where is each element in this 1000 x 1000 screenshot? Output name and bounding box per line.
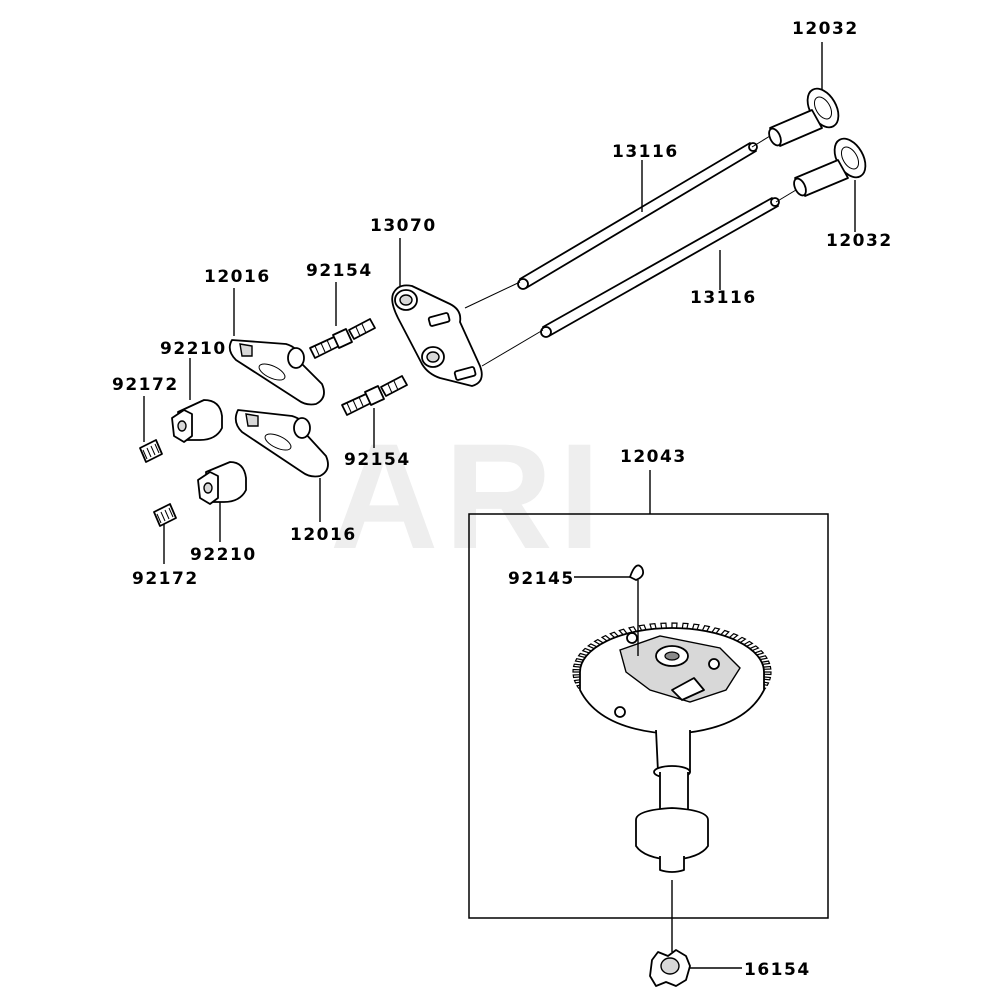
part-13116-top-drawing (517, 135, 771, 290)
part-13070-drawing (391, 238, 483, 387)
label-12016-bottom: 12016 (290, 525, 357, 545)
label-12043: 12043 (620, 447, 687, 467)
part-92172-top-drawing (139, 396, 163, 463)
label-92210-top: 92210 (160, 339, 227, 359)
part-12043-assembly-box (468, 513, 829, 919)
label-12032-top: 12032 (792, 19, 859, 39)
part-13116-bottom-drawing (540, 189, 797, 338)
part-92154-bottom-drawing (341, 375, 408, 448)
part-92172-bottom-drawing (153, 503, 177, 564)
part-92210-top-drawing (171, 358, 223, 443)
label-92154-top: 92154 (306, 261, 373, 281)
watermark-text: ARI (330, 412, 606, 580)
label-92172-top: 92172 (112, 375, 179, 395)
part-92154-top-drawing (309, 282, 376, 359)
part-12032-top-drawing (768, 42, 840, 147)
part-12016-bottom-drawing (234, 409, 329, 522)
label-13116-bottom: 13116 (690, 288, 757, 308)
label-92172-bottom: 92172 (132, 569, 199, 589)
label-16154: 16154 (744, 960, 811, 980)
part-16154-drawing (649, 880, 742, 987)
label-92210-bottom: 92210 (190, 545, 257, 565)
label-12032-bottom: 12032 (826, 231, 893, 251)
label-13070: 13070 (370, 216, 437, 236)
part-92210-bottom-drawing (197, 461, 247, 542)
part-12032-bottom-drawing (793, 137, 867, 232)
label-92145: 92145 (508, 569, 575, 589)
part-12016-top-drawing (228, 288, 325, 406)
label-13116-top: 13116 (612, 142, 679, 162)
part-92145-drawing (574, 564, 645, 656)
label-12016-top: 12016 (204, 267, 271, 287)
gear-tooth (572, 668, 581, 673)
part-12043-camshaft-drawing (572, 622, 772, 873)
label-92154-bottom: 92154 (344, 450, 411, 470)
gear-tooth (763, 671, 772, 676)
